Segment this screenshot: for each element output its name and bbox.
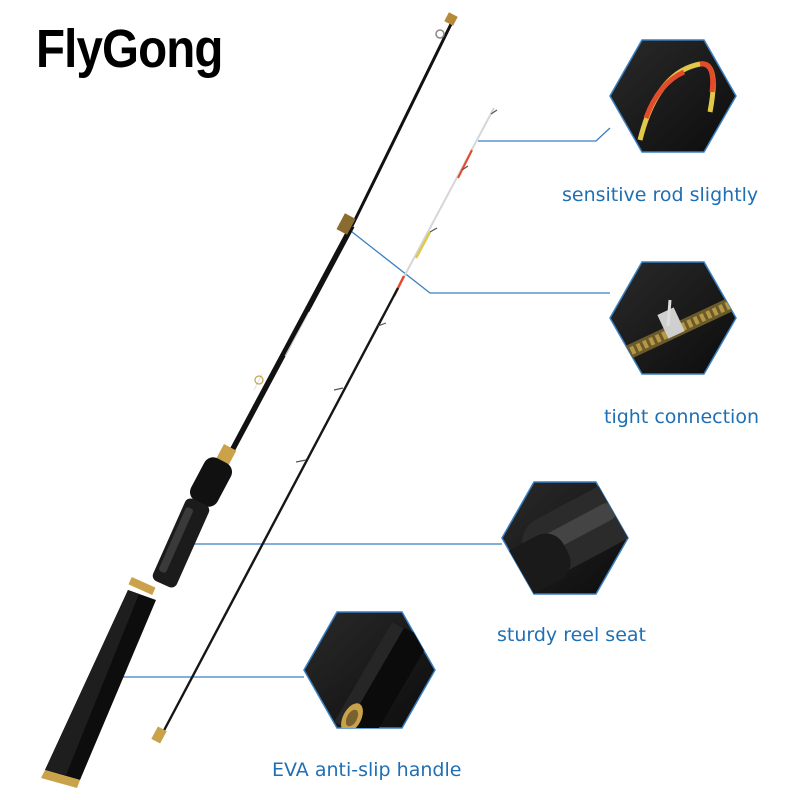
handle-closeup-hexagon (303, 611, 436, 729)
tip-closeup-hexagon (609, 39, 737, 153)
joint-connector-line (346, 227, 610, 294)
secondary-rod (151, 107, 498, 744)
callout-label-joint: tight connection (604, 406, 760, 428)
main-rod (41, 12, 458, 788)
callout-label-handle: EVA anti-slip handle (272, 759, 462, 781)
tip-connector-line (478, 127, 611, 142)
eva-handle-closeup-icon (334, 622, 430, 728)
callout-label-reel-seat: sturdy reel seat (497, 624, 646, 646)
callout-lines (120, 127, 611, 678)
brand-logo: FlyGong (36, 19, 223, 79)
reel-seat-closeup-hexagon (501, 481, 629, 595)
joint-closeup-hexagon (609, 261, 737, 375)
callout-label-tip: sensitive rod slightly (562, 184, 759, 206)
rod-joint-closeup-icon (610, 293, 736, 367)
